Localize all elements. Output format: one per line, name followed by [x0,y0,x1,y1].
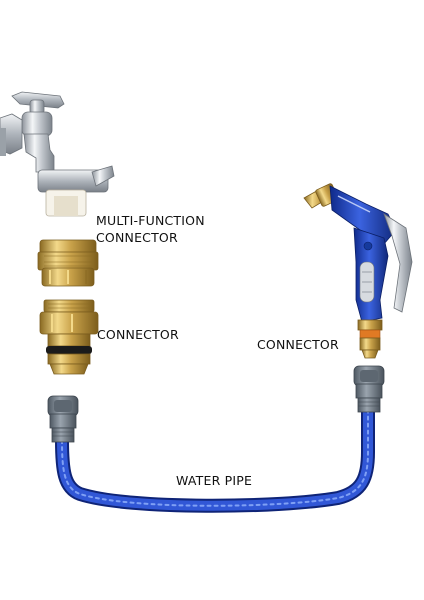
faucet [0,91,115,217]
water-pipe-label: WATER PIPE [176,473,253,488]
hose-fitting-right [353,365,385,413]
connector-label-right: CONNECTOR [257,337,339,352]
water-pipe [55,405,375,513]
brass-connector [39,299,99,375]
connector-label-left: CONNECTOR [97,327,179,342]
hose-fitting-left [47,395,79,443]
spray-gun [303,183,413,323]
multi-function-connector-label: MULTI-FUNCTION CONNECTOR [96,212,205,246]
spray-gun-connector [357,319,383,359]
multi-function-label-line2: CONNECTOR [96,230,178,245]
multi-function-connector [37,239,99,287]
multi-function-label-line1: MULTI-FUNCTION [96,213,205,228]
